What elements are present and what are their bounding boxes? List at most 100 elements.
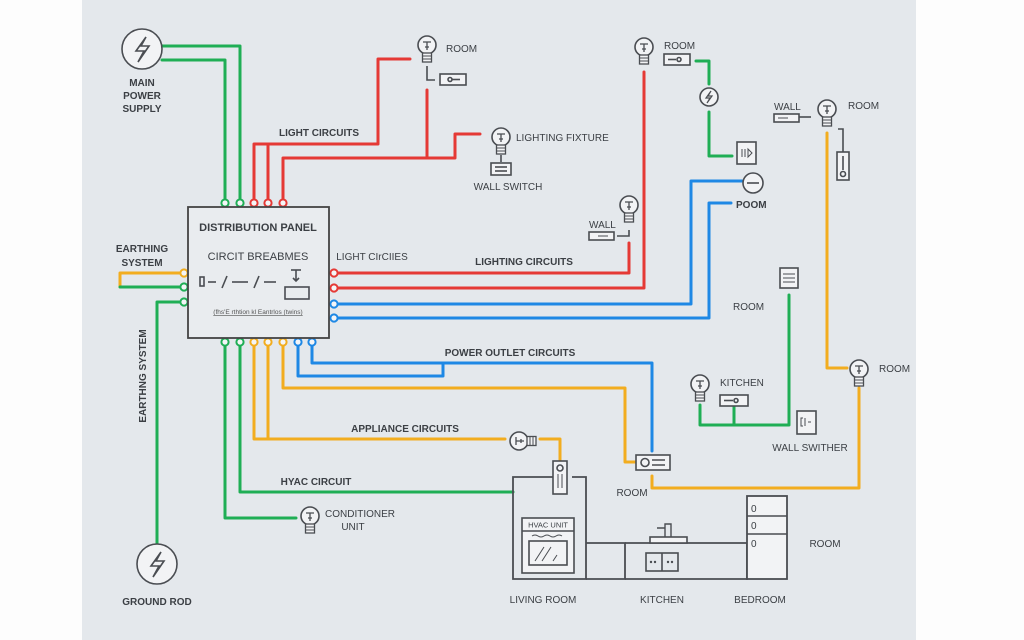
fridge-mark-3: 0: [751, 539, 757, 550]
label-hvac-circuit: HYAC CIRCUIT: [281, 477, 352, 488]
wiring-diagram: DISTRIBUTION PANEL CIRCIT BREABMES (fhs'…: [116, 28, 910, 608]
main-power-supply[interactable]: MAIN POWER SUPPLY: [121, 28, 163, 115]
distribution-panel[interactable]: DISTRIBUTION PANEL CIRCIT BREABMES (fhs'…: [187, 206, 330, 339]
label-poom: POOM: [736, 200, 767, 211]
terminal-icon: [329, 283, 339, 293]
wall-right-switch[interactable]: [773, 113, 811, 123]
diagram-board: DISTRIBUTION PANEL CIRCIT BREABMES (fhs'…: [82, 0, 916, 640]
terminal-icon: [235, 198, 245, 208]
label-lighting-fixture: LIGHTING FIXTURE: [516, 133, 609, 144]
light-bulbs: [300, 35, 869, 534]
label-room-right: ROOM: [848, 101, 879, 112]
ground-rod[interactable]: GROUND ROD: [122, 543, 192, 608]
label-wall-mid: WALL: [589, 220, 616, 231]
terminal-icon: [249, 337, 259, 347]
main-power-label-1: MAIN: [129, 78, 155, 89]
label-power-outlet-circuits: POWER OUTLET CIRCUITS: [445, 348, 576, 359]
fridge-mark-2: 0: [751, 521, 757, 532]
earthing-label-2: SYSTEM: [121, 258, 162, 269]
fridge-mark-1: 0: [751, 504, 757, 515]
light-bulb-icon[interactable]: [491, 127, 511, 155]
sink-icon: [649, 536, 688, 544]
terminal-icon: [220, 198, 230, 208]
wire-top-right-switch: [694, 59, 711, 86]
wire-outlet-lower-a: [296, 340, 445, 378]
light-bulb-icon[interactable]: [300, 506, 320, 534]
wire-hvac: [238, 340, 515, 494]
kitchen-switch[interactable]: [719, 394, 749, 407]
light-bulb-icon[interactable]: [417, 35, 437, 63]
wire-light-fixture: [281, 132, 482, 200]
label-room-top: ROOM: [446, 44, 477, 55]
terminal-icon: [329, 268, 339, 278]
thermostat[interactable]: [779, 267, 799, 289]
panel-title: DISTRIBUTION PANEL: [199, 222, 317, 234]
wall-switch-icon: [490, 162, 512, 176]
hvac-wall-switch[interactable]: [552, 460, 568, 495]
room-top-right-switch[interactable]: [663, 53, 691, 66]
earthing-label-1: EARTHING: [116, 244, 168, 255]
terminal-icon: [278, 337, 288, 347]
lightning-bolt-icon: [121, 28, 163, 70]
room-top-switch[interactable]: [426, 66, 467, 86]
wire-outlet-poom-upper: [332, 179, 744, 306]
room-outlet[interactable]: [635, 454, 671, 471]
terminal-icon: [329, 313, 339, 323]
terminal-icon: [235, 337, 245, 347]
wire-main-power-1: [160, 44, 242, 200]
terminal-icon: [263, 198, 273, 208]
label-lighting-circuits: LIGHTING CIRCUITS: [475, 257, 573, 268]
label-wall-swither: WALL SWITHER: [772, 443, 847, 454]
label-wall-switch: WALL SWITCH: [474, 182, 543, 193]
light-bulb-icon[interactable]: [817, 99, 837, 127]
kitchen-sink: [649, 523, 688, 544]
terminal-icon: [220, 337, 230, 347]
label-light-circuits: LIGHT CIRCUITS: [279, 128, 359, 139]
main-power-label-3: SUPPLY: [122, 104, 161, 115]
label-room-outlet: ROOM: [616, 488, 647, 499]
wall-swither[interactable]: [796, 410, 817, 435]
poom-outlet[interactable]: [742, 172, 764, 194]
wire-conditioner: [223, 340, 298, 520]
terminal-icon: [179, 282, 189, 292]
label-kitchen: KITCHEN: [640, 595, 684, 606]
wire-room-outlet-to-right: [650, 386, 861, 490]
terminal-icon: [263, 337, 273, 347]
wall-mid-switch[interactable]: [588, 230, 630, 241]
wire-appliance-outlet: [281, 340, 638, 464]
outlet-box[interactable]: [736, 141, 757, 165]
pull-switch[interactable]: [836, 128, 850, 181]
label-conditioner-1: CONDITIONER: [325, 509, 395, 520]
lighting-fixture-switch[interactable]: [490, 155, 512, 176]
wires: [118, 44, 861, 546]
terminal-icon: [179, 297, 189, 307]
wire-main-power-2: [160, 58, 227, 200]
wire-kitchen: [698, 293, 791, 427]
lightning-bolt-icon: [699, 87, 719, 107]
panel-caption: (fhs'E rthtion kl Eantrlos (twins): [213, 309, 302, 316]
light-bulb-icon[interactable]: [619, 195, 639, 223]
wire-appliance-hvac-switch: [538, 437, 562, 462]
earthing-vertical-label: EARTHNG SYSTEM: [138, 329, 149, 422]
refrigerator[interactable]: 0 0 0: [746, 495, 788, 580]
label-room-bedroom: ROOM: [809, 539, 840, 550]
light-bulb-icon[interactable]: [849, 359, 869, 387]
ground-bolt-icon: [136, 543, 178, 585]
hvac-unit-label: HVAC UNIT: [528, 521, 568, 530]
ground-rod-label: GROUND ROD: [122, 597, 191, 608]
wire-outlet-lower-b: [310, 340, 654, 453]
hvac-unit[interactable]: HVAC UNIT: [521, 517, 575, 574]
terminal-icon: [293, 337, 303, 347]
house-floorplan: HVAC UNIT 0 0 0: [512, 460, 788, 580]
light-bulb-icon[interactable]: [634, 37, 654, 65]
light-bulb-icon[interactable]: [509, 431, 537, 451]
wire-outlet-poom-lower: [332, 201, 733, 320]
wire-ground-rod: [155, 300, 186, 546]
light-bulb-icon[interactable]: [690, 374, 710, 402]
label-wall-right: WALL: [774, 102, 801, 113]
terminal-icon: [329, 299, 339, 309]
terminal-icon: [278, 198, 288, 208]
kitchen-cabinet: [645, 552, 679, 572]
hvac-switch-icon: [552, 460, 568, 495]
circuit-breaker-icon: [199, 269, 310, 300]
